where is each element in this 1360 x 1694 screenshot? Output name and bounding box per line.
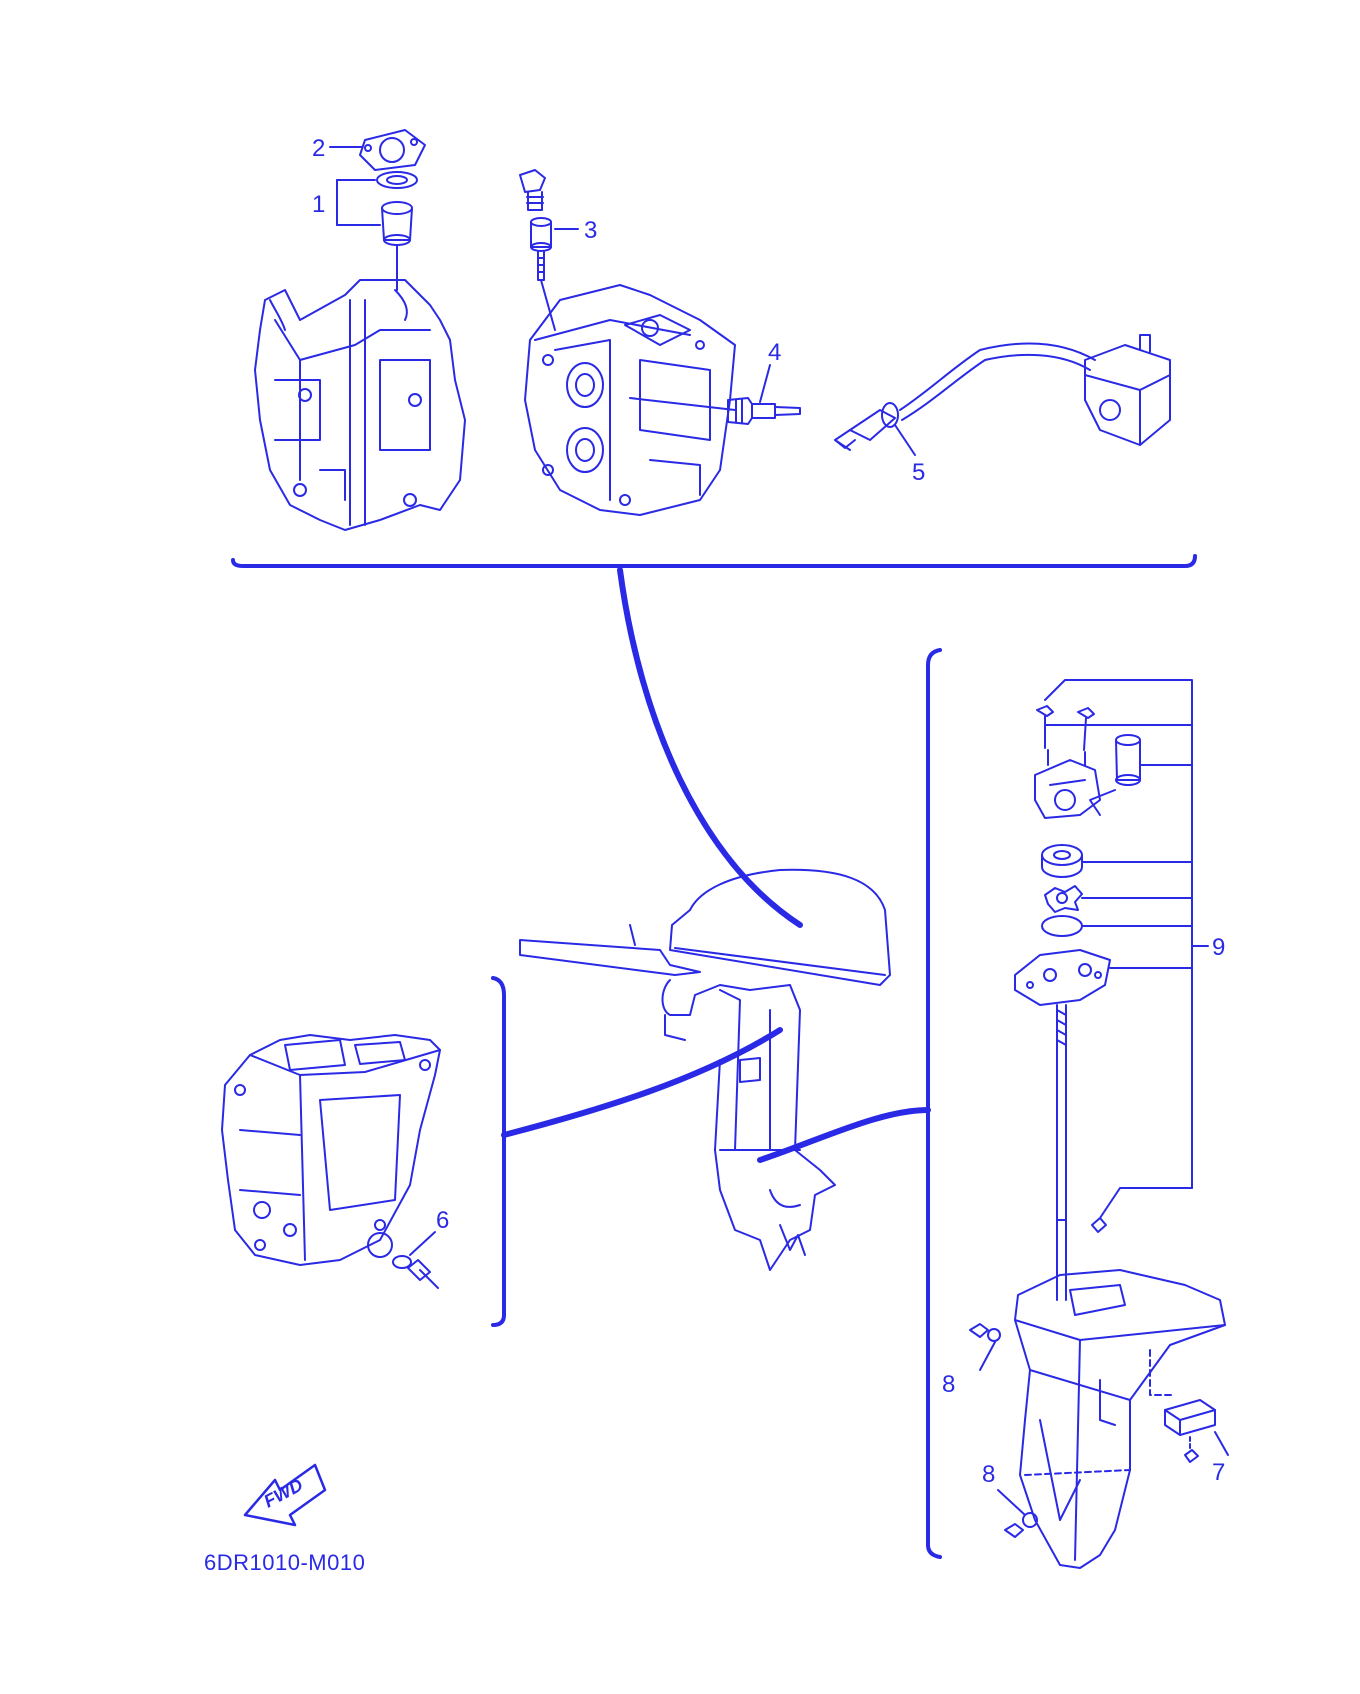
callout-7: 7 (1212, 1459, 1225, 1486)
leader-8b (997, 1489, 1026, 1516)
leader-4 (759, 364, 771, 403)
top-group-bracket (231, 554, 1197, 568)
leader-5 (894, 424, 916, 456)
anode-bolt (519, 169, 546, 211)
pump-housing (1034, 749, 1101, 819)
upper-casing (221, 1034, 441, 1266)
pump-bolts (1036, 705, 1095, 751)
fwd-arrow-icon (243, 1463, 327, 1527)
pump-insert-cartridge (1089, 734, 1141, 816)
fuel-pump (1084, 334, 1171, 446)
callout-4: 4 (768, 339, 781, 366)
left-group-bracket (491, 976, 506, 1327)
screw-upper (969, 1323, 1001, 1342)
outboard-motor (519, 868, 891, 1271)
thermostat (376, 171, 418, 291)
callout-3: 3 (584, 217, 597, 244)
pump-seal (1041, 844, 1083, 878)
callout-8-lower: 8 (982, 1461, 995, 1488)
callout-5: 5 (912, 459, 925, 486)
cylinder-head (524, 284, 736, 516)
kit-bracket-9 (1044, 679, 1209, 1219)
diagram-code: 6DR1010-M010 (204, 1550, 365, 1575)
o-ring (1041, 915, 1083, 937)
callout-9: 9 (1212, 934, 1225, 961)
leader-4-to-head (629, 397, 736, 411)
drain-bolt (367, 1232, 439, 1289)
spark-plug (727, 397, 801, 425)
leader-left-group (501, 1027, 783, 1138)
leader-7 (1214, 1431, 1229, 1456)
callout-8-upper: 8 (942, 1371, 955, 1398)
trim-tab-anode (1164, 1399, 1216, 1463)
cylinder-block (254, 279, 466, 531)
leader-8a (979, 1341, 996, 1371)
callout-1: 1 (312, 191, 325, 218)
screw-lower (1004, 1512, 1038, 1538)
fuel-hose (899, 342, 1096, 411)
thermostat-cover-gasket (359, 129, 426, 171)
fwd-label: FWD (260, 1475, 306, 1512)
outer-plate-cartridge (1014, 949, 1111, 1006)
callout-2: 2 (312, 135, 325, 162)
impeller (1044, 885, 1083, 913)
callout-6: 6 (436, 1207, 449, 1234)
drive-shaft (1056, 1004, 1067, 1301)
right-group-bracket (926, 648, 942, 1559)
pin (1091, 1217, 1107, 1233)
leader-6 (409, 1231, 436, 1256)
lower-casing (1014, 1269, 1226, 1569)
anode (530, 217, 556, 331)
fuel-filter (834, 402, 899, 451)
leader-top-to-cowling (617, 567, 803, 928)
leader-right-group (757, 1107, 931, 1163)
